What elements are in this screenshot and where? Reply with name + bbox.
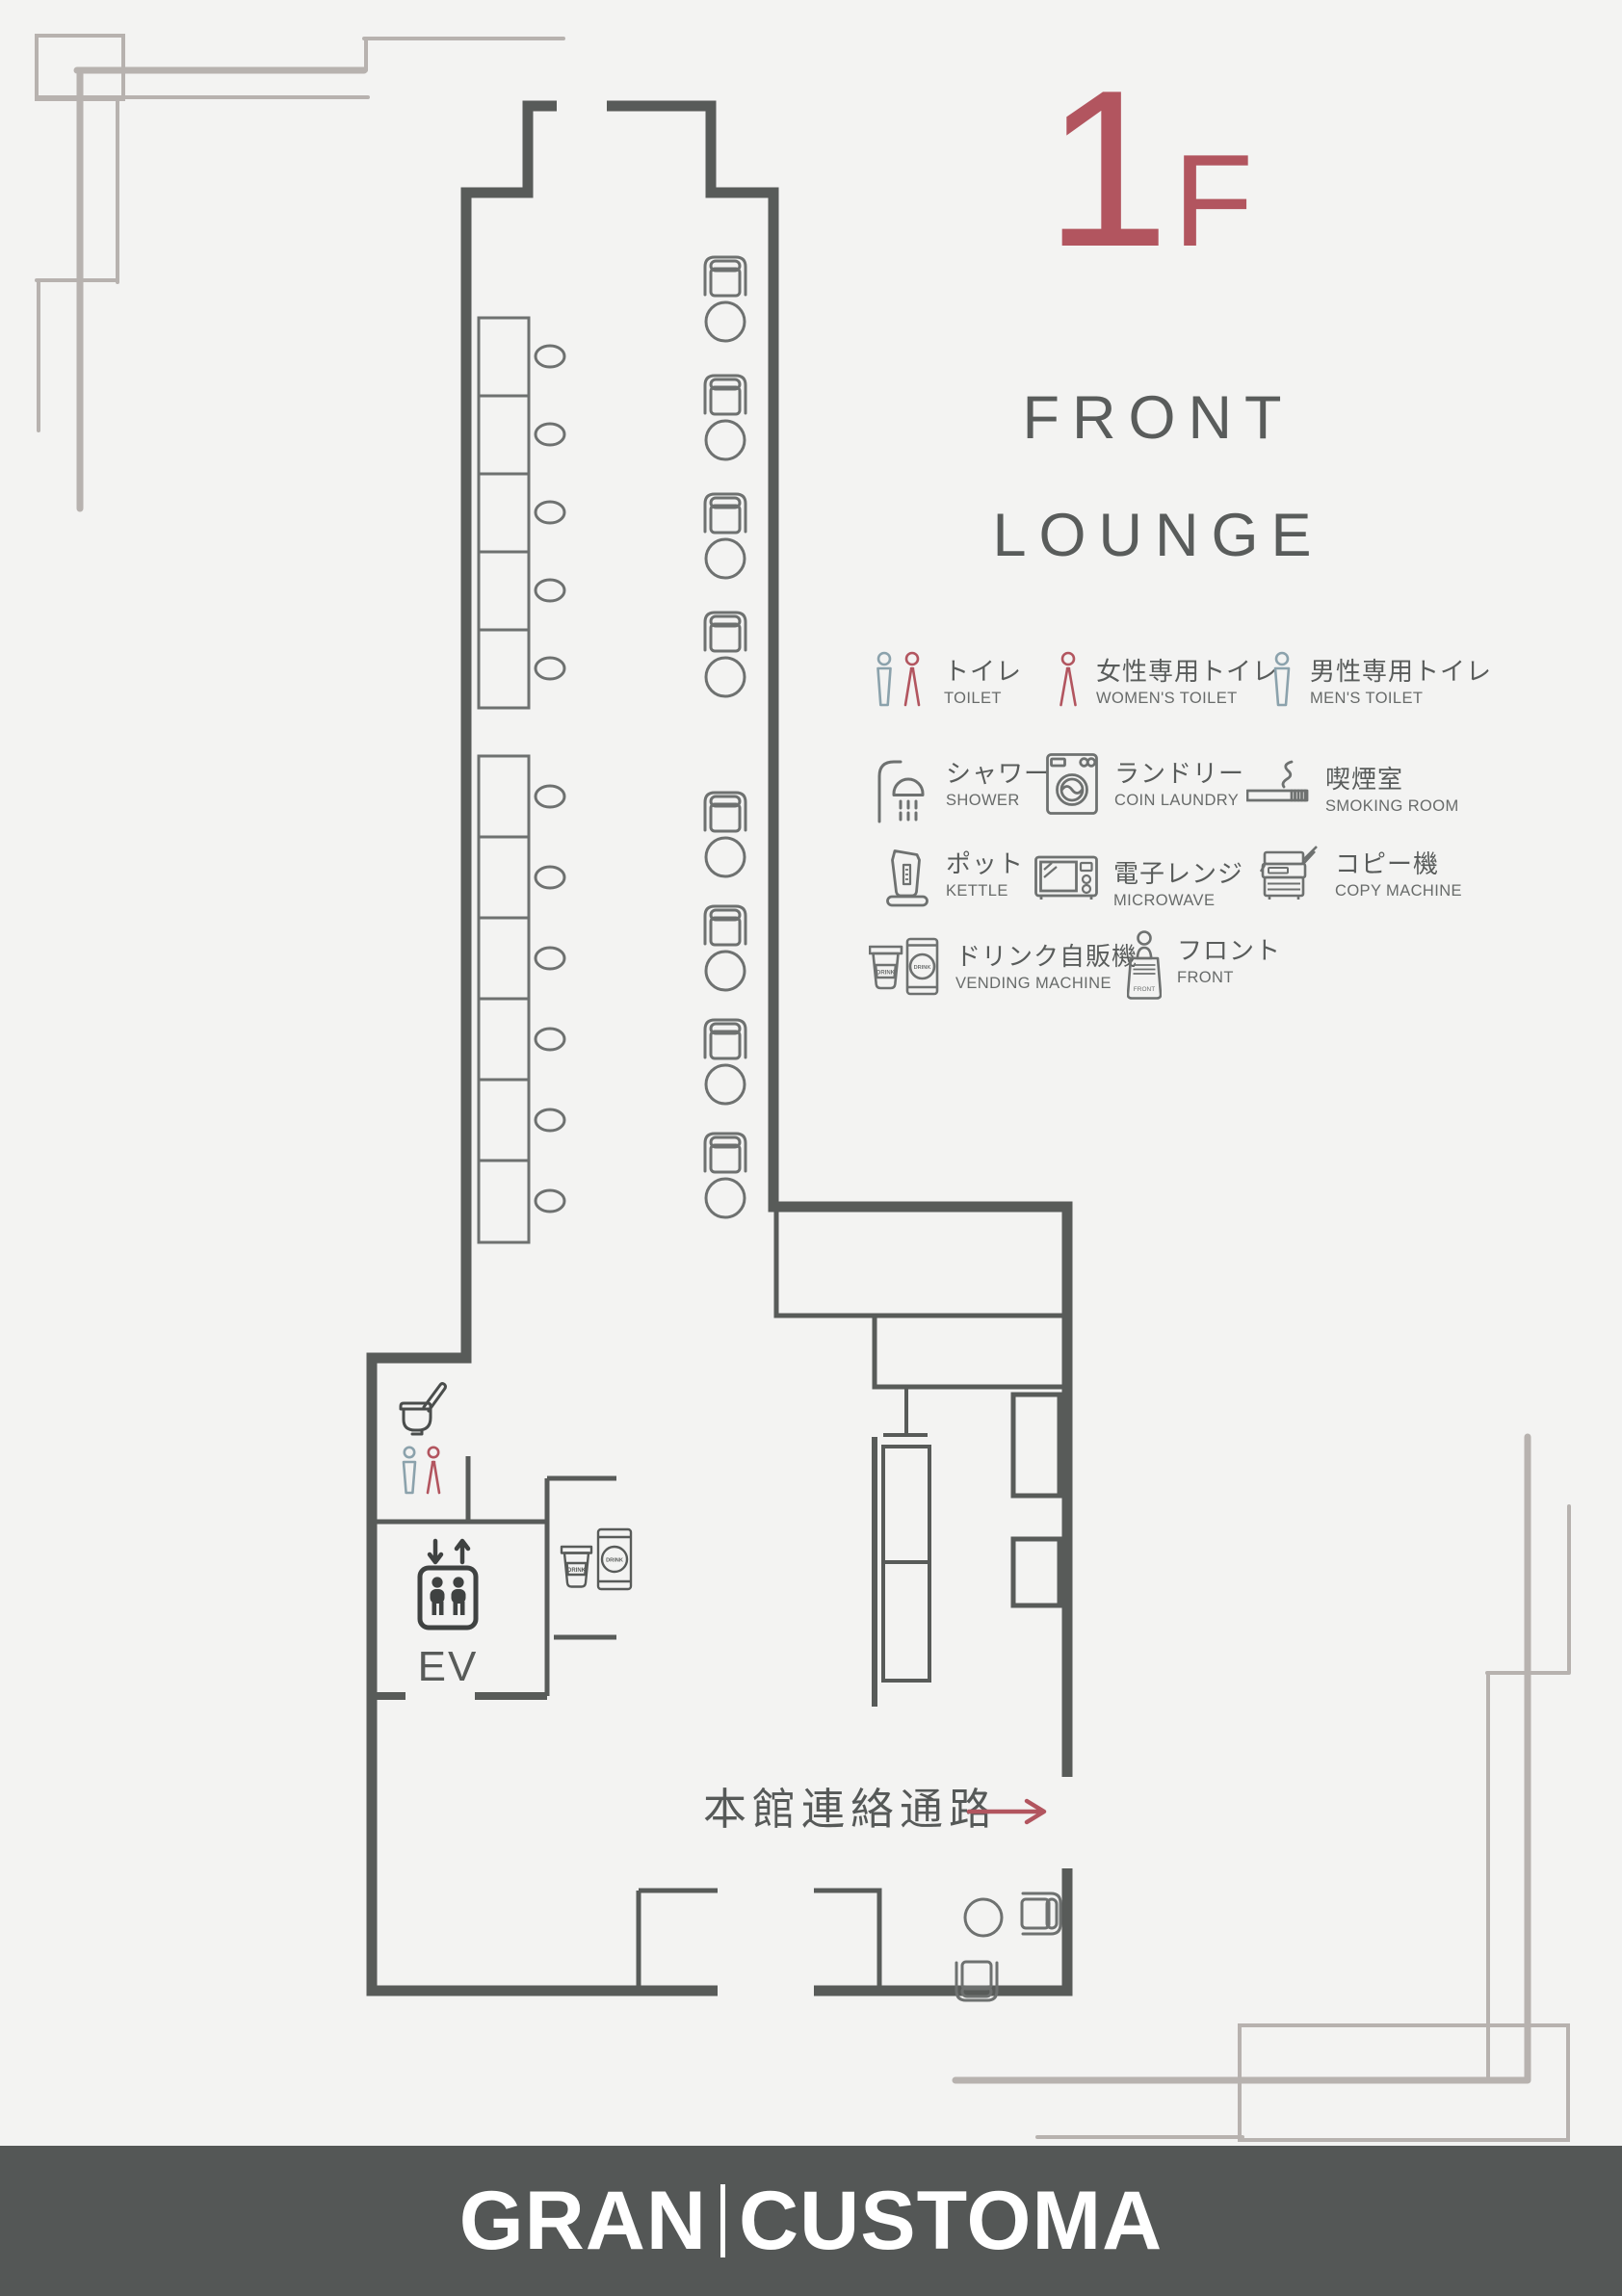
vending-machine-icon: DRINK DRINK: [869, 937, 939, 996]
floor-title: 1 F: [1045, 58, 1253, 281]
toilet-icon: [876, 651, 921, 707]
elevator-label: EV: [418, 1643, 479, 1690]
drink-cup-icon: DRINK: [560, 1545, 593, 1588]
brand-customa: CUSTOMA: [739, 2175, 1164, 2267]
svg-text:DRINK: DRINK: [606, 1558, 623, 1564]
toilet-room: [399, 1382, 447, 1495]
floor-letter: F: [1173, 127, 1254, 274]
microwave-icon: [1034, 855, 1098, 900]
legend-item-front: FRONT フロント FRONT: [1127, 930, 1281, 1004]
passage-label: 本館連絡通路: [703, 1785, 998, 1834]
page-title-line1: FRONT: [1022, 384, 1295, 452]
armchair-column: [703, 255, 747, 1219]
ornament-top-left: [35, 34, 565, 512]
bench-seating: [477, 316, 531, 1244]
elevator-arrows-icon: [427, 1538, 471, 1565]
svg-text:DRINK: DRINK: [914, 965, 931, 971]
svg-text:FRONT: FRONT: [1134, 986, 1155, 993]
bench-stools: [534, 344, 566, 1213]
legend-item-microwave: 電子レンジ MICROWAVE: [1034, 853, 1243, 910]
passage-arrow-icon: [966, 1798, 1047, 1825]
walls: [366, 100, 1073, 1996]
legend-item-kettle: ポット KETTLE: [884, 844, 1024, 907]
copy-machine-icon: [1260, 846, 1318, 900]
legend-item-copy-machine: コピー機 COPY MACHINE: [1260, 844, 1462, 903]
womens-toilet-icon: [1060, 651, 1077, 707]
brand-gran: GRAN: [458, 2175, 707, 2267]
legend-item-coin-laundry: ランドリー COIN LAUNDRY: [1046, 753, 1244, 816]
vending-corner: DRINK DRINK: [560, 1527, 633, 1591]
passage: 本館連絡通路: [703, 1785, 1047, 1834]
legend-item-toilet: トイレ TOILET: [875, 651, 1022, 715]
toilet-icon: [399, 1382, 447, 1436]
kettle-icon: [886, 849, 929, 907]
ornament-bottom-right: [952, 1433, 1571, 2142]
svg-text:DRINK: DRINK: [567, 1568, 587, 1574]
legend-item-smoking-room: 喫煙室 SMOKING ROOM: [1246, 759, 1459, 816]
legend-item-mens-toilet: 男性専用トイレ MEN'S TOILET: [1269, 651, 1492, 715]
front-desk-area: [773, 1207, 1067, 1707]
female-icon: [426, 1446, 441, 1495]
mens-toilet-icon: [1273, 651, 1291, 707]
footer-bar: GRAN CUSTOMA: [0, 2146, 1622, 2296]
brand-separator: [720, 2184, 725, 2257]
page-title-line2: LOUNGE: [992, 502, 1324, 569]
front-desk-icon: FRONT: [1127, 930, 1162, 1000]
drink-can-icon: DRINK: [596, 1527, 633, 1591]
legend-item-vending-machine: DRINK DRINK ドリンク自販機 VENDING MACHINE: [869, 936, 1138, 998]
corner-lounge: [955, 1892, 1062, 2002]
round-table: [963, 1897, 1004, 1938]
elevator: EV: [417, 1538, 479, 1690]
male-icon: [402, 1446, 417, 1495]
laundry-icon: [1046, 753, 1098, 815]
shower-icon: [877, 760, 925, 823]
legend-item-shower: シャワー SHOWER: [873, 753, 1050, 824]
svg-text:DRINK: DRINK: [876, 971, 896, 977]
floor-number: 1: [1045, 44, 1170, 294]
elevator-icon: [417, 1565, 479, 1631]
legend-item-womens-toilet: 女性専用トイレ WOMEN'S TOILET: [1056, 651, 1278, 715]
smoking-icon: [1246, 760, 1309, 802]
